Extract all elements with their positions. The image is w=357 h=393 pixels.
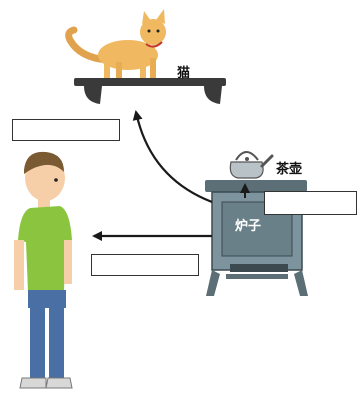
answer-box-stove[interactable]: [264, 191, 357, 215]
arrow-to-cat: [132, 110, 213, 204]
cat: [65, 9, 166, 78]
shelf: [74, 78, 226, 104]
answer-box-upper[interactable]: [12, 119, 120, 141]
cat-label: 猫: [177, 66, 191, 81]
kettle-label: 茶壶: [276, 162, 303, 177]
kettle: [229, 151, 274, 179]
stove-label: 炉子: [235, 219, 262, 234]
answer-box-lower[interactable]: [91, 254, 199, 276]
boy: [14, 151, 73, 389]
